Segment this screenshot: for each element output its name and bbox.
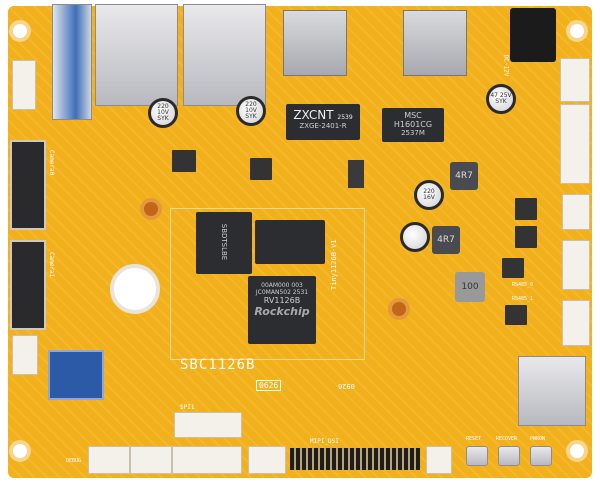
connector [172,446,242,474]
chip-part: H1601CG [393,120,433,129]
connector [130,446,172,474]
ic [250,158,272,180]
board-model: SBC1126B [180,357,256,373]
sd-card-slot[interactable] [518,356,586,426]
flash-chip [255,220,325,264]
wifi-module [48,350,104,400]
camera0-label: Camera0 [48,150,55,176]
chip-code: 2539 [337,114,353,121]
reset-button[interactable] [466,446,488,466]
recover-button[interactable] [498,446,520,466]
ethernet-port-1 [283,10,347,76]
spi1-label: SPI1 [180,404,195,411]
connector [562,240,590,290]
coin-battery-holder [110,264,160,314]
debug-label: DEBUG [66,458,82,464]
dc-jack [510,8,556,62]
dc-label: DC-12V [502,54,510,77]
ethernet-transformer-chip: ZXCNT 2539 ZXGE-2401-R [286,104,360,140]
power-button[interactable] [530,446,552,466]
soc-part: RV1126B [263,296,301,305]
usb-port-2 [183,4,266,106]
connector [88,446,130,474]
dip-switch[interactable] [348,160,364,188]
usb3-port [52,4,92,120]
core-module [170,208,365,360]
soc-chip: 00AM000 003 JC0MAN502 2531 RV1126B Rockc… [248,276,316,344]
rockchip-logo: Rockchip [254,305,310,318]
soc-lot: JC0MAN502 2531 [255,289,309,296]
mounting-hole [566,440,588,462]
connector [426,446,452,474]
test-pad [388,298,410,320]
capacitor: 220 16V [414,180,444,210]
mounting-hole [9,20,31,42]
connector [560,58,590,102]
chip-part: ZXGE-2401-R [299,122,347,130]
soc-code: 00AM000 003 [261,282,303,289]
ethernet-transformer-chip: MSC H1601CG 2537M [382,108,444,142]
mipi-label: MIPI_DSI [310,438,339,445]
ethernet-port-2 [403,10,467,76]
ram-chip: SBDTSLBE [196,212,252,274]
ic [505,305,527,325]
usb-port-1 [95,4,178,106]
rs485-1-label: RS485_1 [512,296,534,302]
connector [248,446,286,474]
module-name: Tiny1126B-V1 [330,239,338,290]
mounting-hole [566,20,588,42]
connector [560,104,590,184]
ic [515,226,537,248]
ic [172,150,196,172]
camera1-connector [10,240,46,330]
pwron-label: PWRON [530,436,546,442]
gpio-header [290,448,420,470]
inductor: 4R7 [432,226,460,254]
connector [12,60,36,110]
chip-code: 2537M [401,129,425,137]
recover-label: RECOVER [496,436,518,442]
capacitor [400,222,430,252]
ram-label: SBDTSLBE [220,223,228,261]
capacitor: 220 10V SYK [148,98,178,128]
connector [12,335,38,375]
test-pad [140,198,162,220]
inductor: 100 [455,272,485,302]
capacitor: 220 10V SYK [236,96,266,126]
connector [562,300,590,346]
camera0-connector [10,140,46,230]
inductor: 4R7 [450,162,478,190]
ic [515,198,537,220]
mounting-hole [9,440,31,462]
chip-brand: ZXCNT [293,108,334,122]
connector [562,194,590,230]
camera1-label: Camera1 [48,252,55,278]
date-code-2: 0926 [338,382,355,390]
date-code: 0626 [256,380,282,391]
rs485-0-label: RS485_0 [512,282,534,288]
reset-label: RESET [466,436,482,442]
ic [502,258,524,278]
capacitor: 47 25V SYK [486,84,516,114]
spi1-connector [174,412,242,438]
chip-brand: MSC [404,111,422,120]
